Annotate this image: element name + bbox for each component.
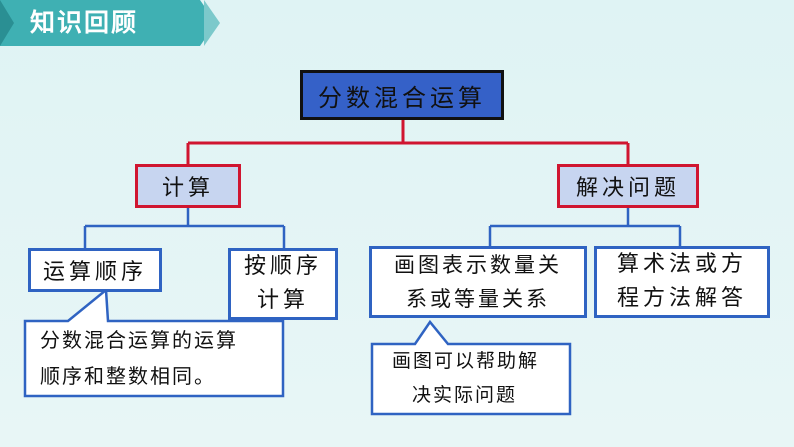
node-draw-diagram: 画图表示数量关 系或等量关系: [369, 246, 587, 318]
node-solution-methods: 算术法或方 程方法解答: [594, 246, 770, 318]
section-header-bar: [0, 0, 200, 46]
node-calculation-label: 计算: [161, 176, 214, 201]
root-label: 分数混合运算: [318, 83, 486, 112]
node-problem-solving: 解决问题: [557, 164, 699, 208]
node-solution-methods-line1: 算术法或方: [616, 252, 747, 277]
node-operation-order-label: 运算顺序: [42, 260, 147, 285]
section-title: 知识回顾: [30, 8, 139, 37]
node-operation-order: 运算顺序: [28, 248, 162, 292]
node-draw-diagram-line2: 系或等量关系: [406, 287, 550, 311]
callout-left-text: 分数混合运算的运算 顺序和整数相同。: [40, 322, 238, 394]
node-solution-methods-line2: 程方法解答: [616, 286, 747, 311]
callout-left: [23, 287, 285, 398]
node-calc-in-order-line2: 计算: [256, 288, 309, 313]
callout-left-line2: 顺序和整数相同。: [40, 364, 216, 388]
callout-right-text: 画图可以帮助解 决实际问题: [392, 344, 539, 412]
node-calculation: 计算: [135, 164, 241, 208]
callout-left-line1: 分数混合运算的运算: [40, 328, 238, 352]
node-calc-in-order: 按顺序 计算: [228, 248, 338, 320]
callout-right-line1: 画图可以帮助解: [392, 350, 540, 372]
root-node: 分数混合运算: [300, 70, 504, 120]
node-draw-diagram-line1: 画图表示数量关: [394, 253, 562, 277]
node-problem-solving-label: 解决问题: [575, 176, 680, 201]
node-calc-in-order-line1: 按顺序: [243, 254, 322, 279]
callout-right-line2: 决实际问题: [412, 384, 518, 406]
header-chevron: [204, 0, 220, 46]
callout-right: [370, 319, 572, 416]
header-chevron: [0, 0, 14, 46]
